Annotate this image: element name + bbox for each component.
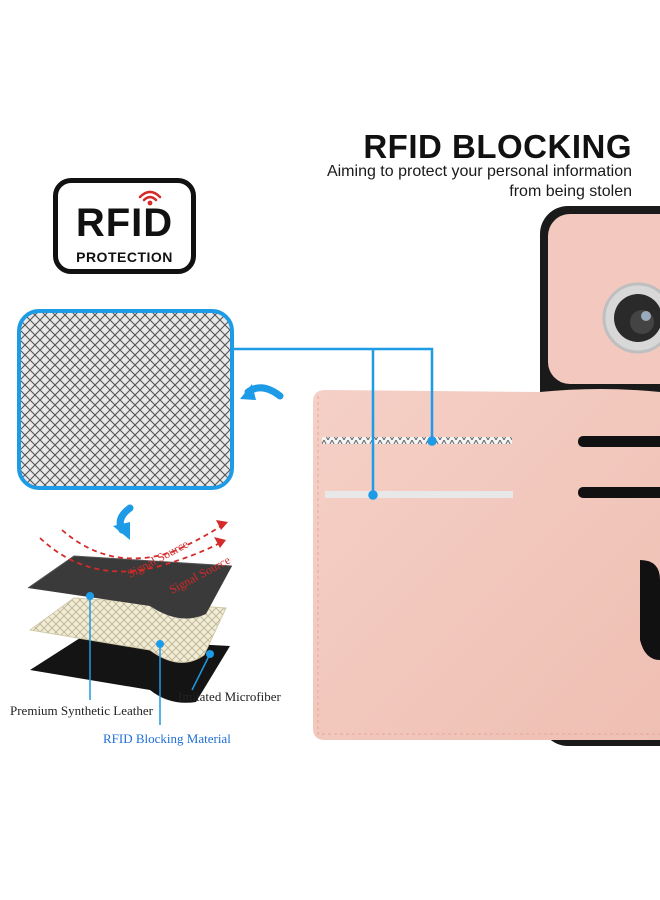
callout-lines [232, 347, 437, 500]
wallet-flap [313, 389, 660, 740]
caption-microfiber: Imitated Microfiber [178, 689, 281, 704]
page-title: RFID BLOCKING [363, 128, 632, 165]
layer-diagram [27, 520, 233, 725]
rfid-protection-badge: RFID PROTECTION [53, 178, 196, 274]
caption-leather: Premium Synthetic Leather [10, 703, 153, 718]
badge-sub-text: PROTECTION [76, 249, 173, 265]
page-subtitle-line1: Aiming to protect your personal informat… [326, 163, 632, 180]
page-subtitle-line2: from being stolen [509, 183, 632, 200]
camera-lens-icon [602, 282, 660, 354]
badge-main-text: RFID [75, 201, 174, 245]
card-slot-bottom [325, 491, 513, 498]
card-slot-top [322, 437, 512, 444]
wireless-signal-icon [138, 190, 162, 206]
rfid-mesh-swatch [17, 309, 234, 490]
caption-rfid-material: RFID Blocking Material [103, 731, 231, 746]
